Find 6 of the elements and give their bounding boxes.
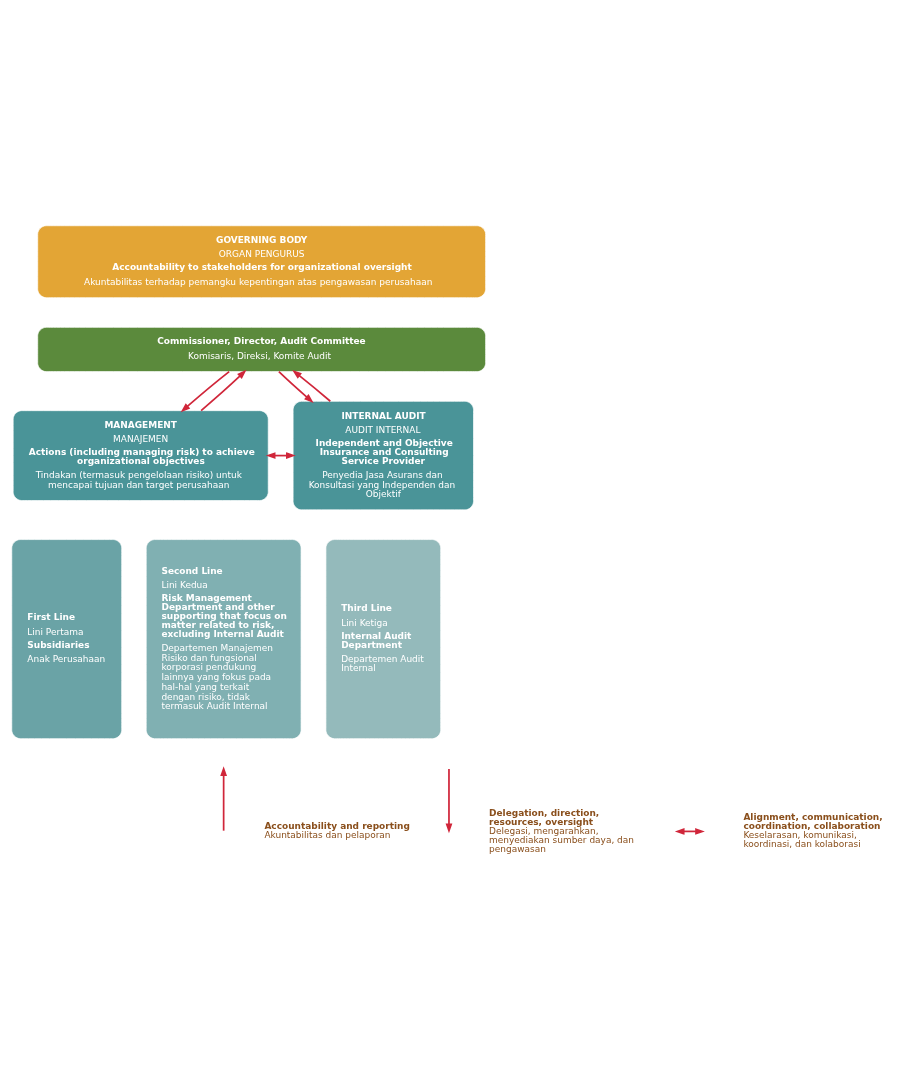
label: Delegasi, mengarahkan, menyediakan sumber daya, dan pengawasan [488, 825, 634, 854]
legend-label: Alignment, communication, coordination, collaboration [742, 811, 883, 831]
label: Keselarasan, komunikasi, koordinasi, dan kolaborasi [742, 829, 861, 849]
legend-label: Delegation, direction, resources, oversight [488, 807, 599, 827]
label: Akuntabilitas dan pelaporan [263, 829, 391, 840]
legend-label: Accountability and reporting [263, 820, 410, 831]
